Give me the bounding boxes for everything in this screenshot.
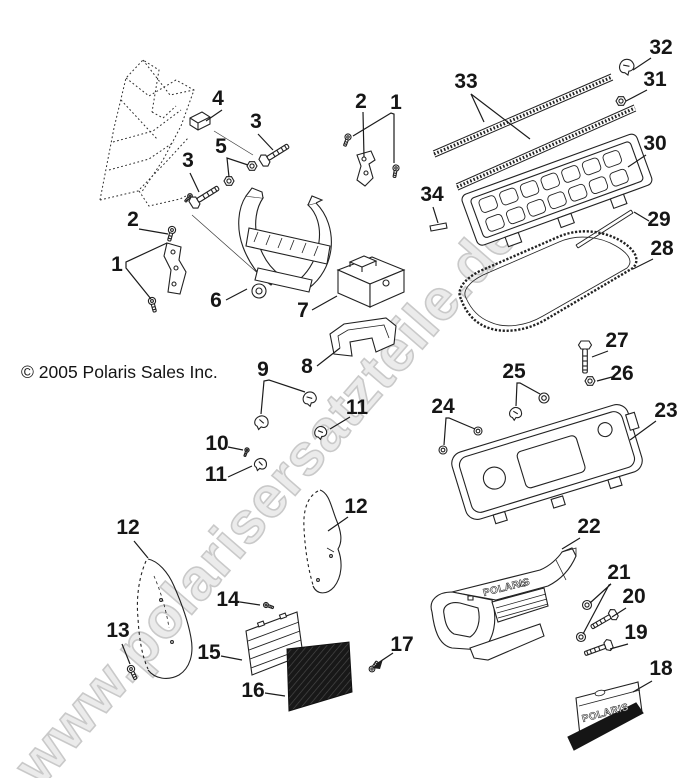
chassis-frame-sketch <box>100 60 194 206</box>
callout-23: 23 <box>654 399 677 422</box>
callout-17: 17 <box>390 633 413 656</box>
part-31-nut <box>615 96 627 106</box>
explosion-alignment-lines <box>192 131 262 277</box>
callout-15: 15 <box>197 641 221 664</box>
part-1-screw-mid-b <box>390 163 401 179</box>
part-26-nut <box>584 376 596 386</box>
part-bracket-left <box>164 243 186 294</box>
callout-12-a: 12 <box>344 495 367 518</box>
part-23-tray <box>449 400 654 533</box>
callout-9: 9 <box>257 358 269 381</box>
part-6-brace <box>239 188 332 298</box>
callout-20: 20 <box>622 585 645 608</box>
part-25-washer <box>538 392 550 404</box>
part-12-panel-right <box>304 490 341 593</box>
callout-24: 24 <box>431 395 455 418</box>
part-9-clip-a <box>300 389 319 409</box>
part-24-washer-a <box>473 426 483 436</box>
callout-14: 14 <box>216 588 240 611</box>
part-12-panel-left <box>137 559 192 678</box>
part-1-screw-mid-a <box>341 132 353 148</box>
part-28-seal <box>460 231 637 330</box>
callout-6: 6 <box>210 289 222 312</box>
part-9-clip-b <box>253 414 270 432</box>
callout-2-a: 2 <box>127 208 139 231</box>
callout-31: 31 <box>643 68 667 91</box>
part-14-screw <box>262 601 275 611</box>
part-21-washer-a <box>582 600 592 610</box>
part-13-screw <box>125 663 140 682</box>
callout-25: 25 <box>502 360 526 383</box>
callout-2-b: 2 <box>355 90 367 113</box>
callout-10: 10 <box>205 432 228 455</box>
part-5-nut-a <box>246 161 258 171</box>
copyright-text: © 2005 Polaris Sales Inc. <box>21 362 218 382</box>
part-24-washer-b <box>438 445 448 455</box>
callout-22: 22 <box>577 515 600 538</box>
callout-13: 13 <box>106 619 129 642</box>
callout-34: 34 <box>420 183 444 206</box>
leader-lines <box>122 58 656 696</box>
callout-8: 8 <box>301 355 313 378</box>
part-33-strips <box>433 74 636 190</box>
part-16-screen <box>287 642 352 711</box>
callout-32: 32 <box>649 36 672 59</box>
callout-5: 5 <box>215 135 227 158</box>
callout-30: 30 <box>643 132 666 155</box>
part-32-clip <box>616 56 638 78</box>
part-18-badge: POLARIS <box>568 682 643 750</box>
part-20-bolt <box>588 607 620 633</box>
callout-29: 29 <box>647 208 670 231</box>
callout-4: 4 <box>212 87 224 110</box>
callout-21: 21 <box>607 561 631 584</box>
part-8-bracket <box>330 318 396 356</box>
callout-3-b: 3 <box>182 149 194 172</box>
callout-3-a: 3 <box>250 110 262 133</box>
part-29-rod <box>576 210 633 248</box>
callout-7: 7 <box>297 299 309 322</box>
part-11-clip-upper <box>313 425 329 441</box>
part-21-washer-b <box>576 632 586 642</box>
callout-11-b: 11 <box>205 463 228 486</box>
part-4-pad <box>190 112 210 130</box>
callout-1-b: 1 <box>390 91 402 114</box>
part-3-bolt-upper <box>257 139 293 169</box>
part-22-bumper: POLARIS <box>431 548 576 660</box>
part-10-screw <box>242 446 251 458</box>
part-34-strip <box>430 223 447 231</box>
callout-19: 19 <box>624 621 647 644</box>
part-5-nut-b <box>223 176 235 186</box>
callout-12-b: 12 <box>116 516 139 539</box>
callout-18: 18 <box>649 657 673 680</box>
part-19-bolt <box>582 637 615 660</box>
callout-11-a: 11 <box>346 396 369 419</box>
callout-33: 33 <box>454 70 477 93</box>
part-7-module <box>338 256 404 307</box>
part-30-rack <box>460 132 657 256</box>
part-25-clip <box>509 406 523 421</box>
callout-26: 26 <box>610 362 633 385</box>
callout-28: 28 <box>650 237 674 260</box>
part-1-screw-left <box>147 296 159 314</box>
callout-1-a: 1 <box>111 253 123 276</box>
callout-16: 16 <box>241 679 264 702</box>
part-2-bracket-mid <box>357 151 375 186</box>
part-11-clip-lower <box>252 456 269 473</box>
part-27-bolt <box>577 340 593 374</box>
callout-27: 27 <box>605 329 628 352</box>
